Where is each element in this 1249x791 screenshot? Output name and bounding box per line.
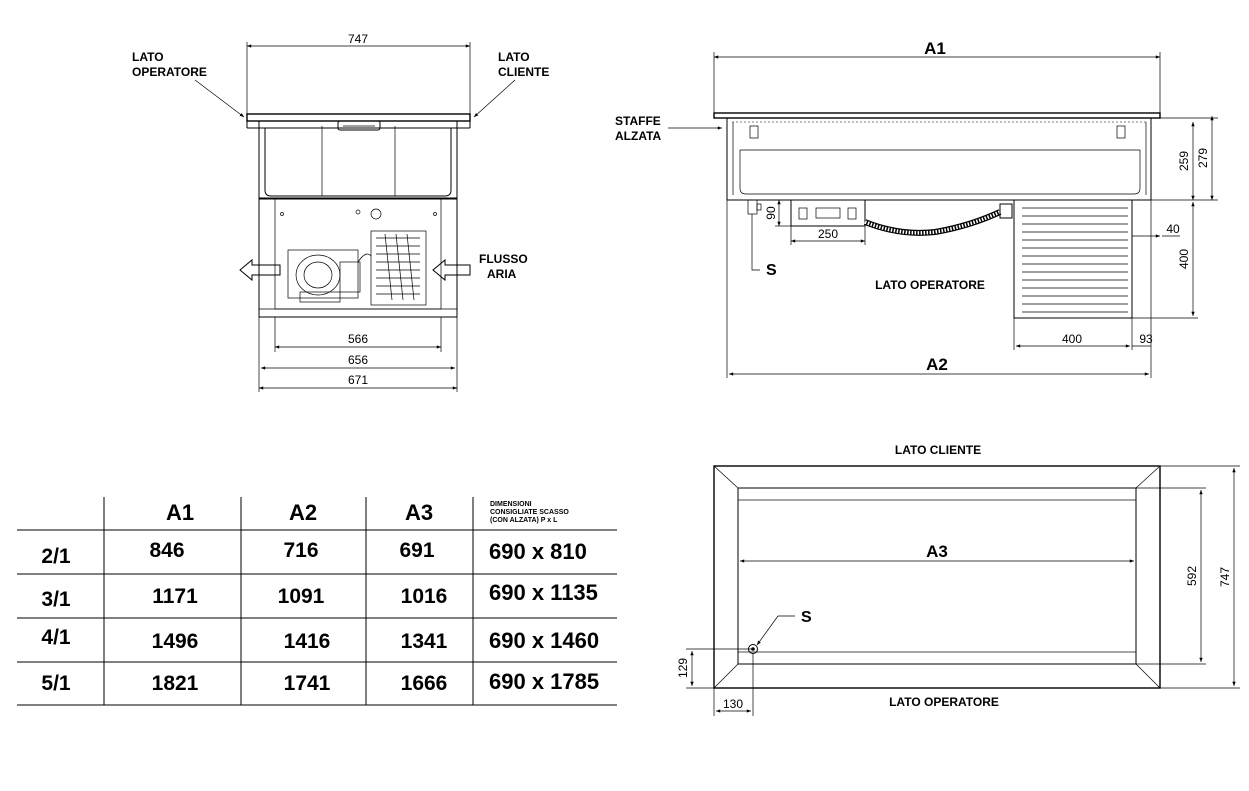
top-lato-cliente: LATO CLIENTE <box>895 443 981 457</box>
flusso-label-2: ARIA <box>487 267 517 281</box>
side-view: A1 S 90 250 <box>615 39 1218 378</box>
condenser-grille <box>1022 207 1128 313</box>
table-header-a3: A3 <box>405 500 433 525</box>
row-a2: 1416 <box>284 630 331 653</box>
row-a3: 1016 <box>401 585 448 608</box>
row-a1: 1171 <box>152 585 198 608</box>
row-model: 5/1 <box>41 672 71 695</box>
side-dim-400v: 400 <box>1177 249 1191 269</box>
side-dim-400h: 400 <box>1062 332 1082 346</box>
side-lato-operatore: LATO OPERATORE <box>875 278 985 292</box>
side-dim-a1: A1 <box>924 39 946 58</box>
side-dim-279: 279 <box>1196 148 1210 168</box>
row-a2: 716 <box>283 539 318 562</box>
side-dim-40: 40 <box>1166 222 1180 236</box>
row-model: 4/1 <box>41 626 71 649</box>
side-dim-90: 90 <box>764 206 778 220</box>
front-dim-747: 747 <box>348 32 368 46</box>
row-cut: 690 x 1460 <box>489 628 599 653</box>
air-in-arrow <box>432 258 471 282</box>
air-out-arrow <box>239 258 281 282</box>
row-cut: 690 x 1785 <box>489 669 599 694</box>
top-dim-130: 130 <box>723 697 743 711</box>
top-dim-129: 129 <box>676 658 690 678</box>
flusso-label-1: FLUSSO <box>479 252 528 266</box>
row-model: 2/1 <box>41 545 71 568</box>
lato-operatore-label-1: LATO <box>132 50 164 64</box>
row-a3: 691 <box>399 539 434 562</box>
row-model: 3/1 <box>41 588 71 611</box>
row-a3: 1666 <box>401 672 448 695</box>
row-a3: 1341 <box>401 630 448 653</box>
table-header-a1: A1 <box>166 500 194 525</box>
top-dim-a3: A3 <box>926 542 948 561</box>
top-lato-operatore: LATO OPERATORE <box>889 695 999 709</box>
front-view: 747 <box>132 32 549 392</box>
row-a1: 1821 <box>152 672 199 695</box>
top-s-label: S <box>801 609 812 626</box>
front-dim-671: 671 <box>348 373 368 387</box>
row-cut: 690 x 1135 <box>489 580 598 605</box>
side-dim-a2: A2 <box>926 355 948 374</box>
side-dim-259: 259 <box>1177 151 1191 171</box>
row-a2: 1741 <box>284 672 331 695</box>
row-a1: 1496 <box>152 630 199 653</box>
row-a2: 1091 <box>278 585 325 608</box>
front-dim-566: 566 <box>348 332 368 346</box>
front-dim-656: 656 <box>348 353 368 367</box>
staffe-label-1: STAFFE <box>615 114 661 128</box>
top-dim-747: 747 <box>1218 567 1232 587</box>
table-note-1: DIMENSIONI <box>490 501 532 508</box>
side-dim-250: 250 <box>818 227 838 241</box>
compressor-unit <box>287 230 427 306</box>
side-s-label: S <box>766 262 777 279</box>
top-view: LATO CLIENTE A3 S 592 747 129 1 <box>676 443 1240 716</box>
top-dim-592: 592 <box>1185 566 1199 586</box>
row-a1: 846 <box>149 539 184 562</box>
table-note-3: (CON ALZATA) P x L <box>490 517 558 524</box>
lato-cliente-label-1: LATO <box>498 50 530 64</box>
lato-operatore-label-2: OPERATORE <box>132 65 207 79</box>
side-dim-93: 93 <box>1139 332 1153 346</box>
staffe-label-2: ALZATA <box>615 129 662 143</box>
row-cut: 690 x 810 <box>489 539 587 564</box>
lato-cliente-label-2: CLIENTE <box>498 65 549 79</box>
table-note-2: CONSIGLIATE SCASSO <box>490 509 569 516</box>
dimensions-table: A1 A2 A3 DIMENSIONI CONSIGLIATE SCASSO (… <box>17 497 617 706</box>
table-header-a2: A2 <box>289 500 317 525</box>
